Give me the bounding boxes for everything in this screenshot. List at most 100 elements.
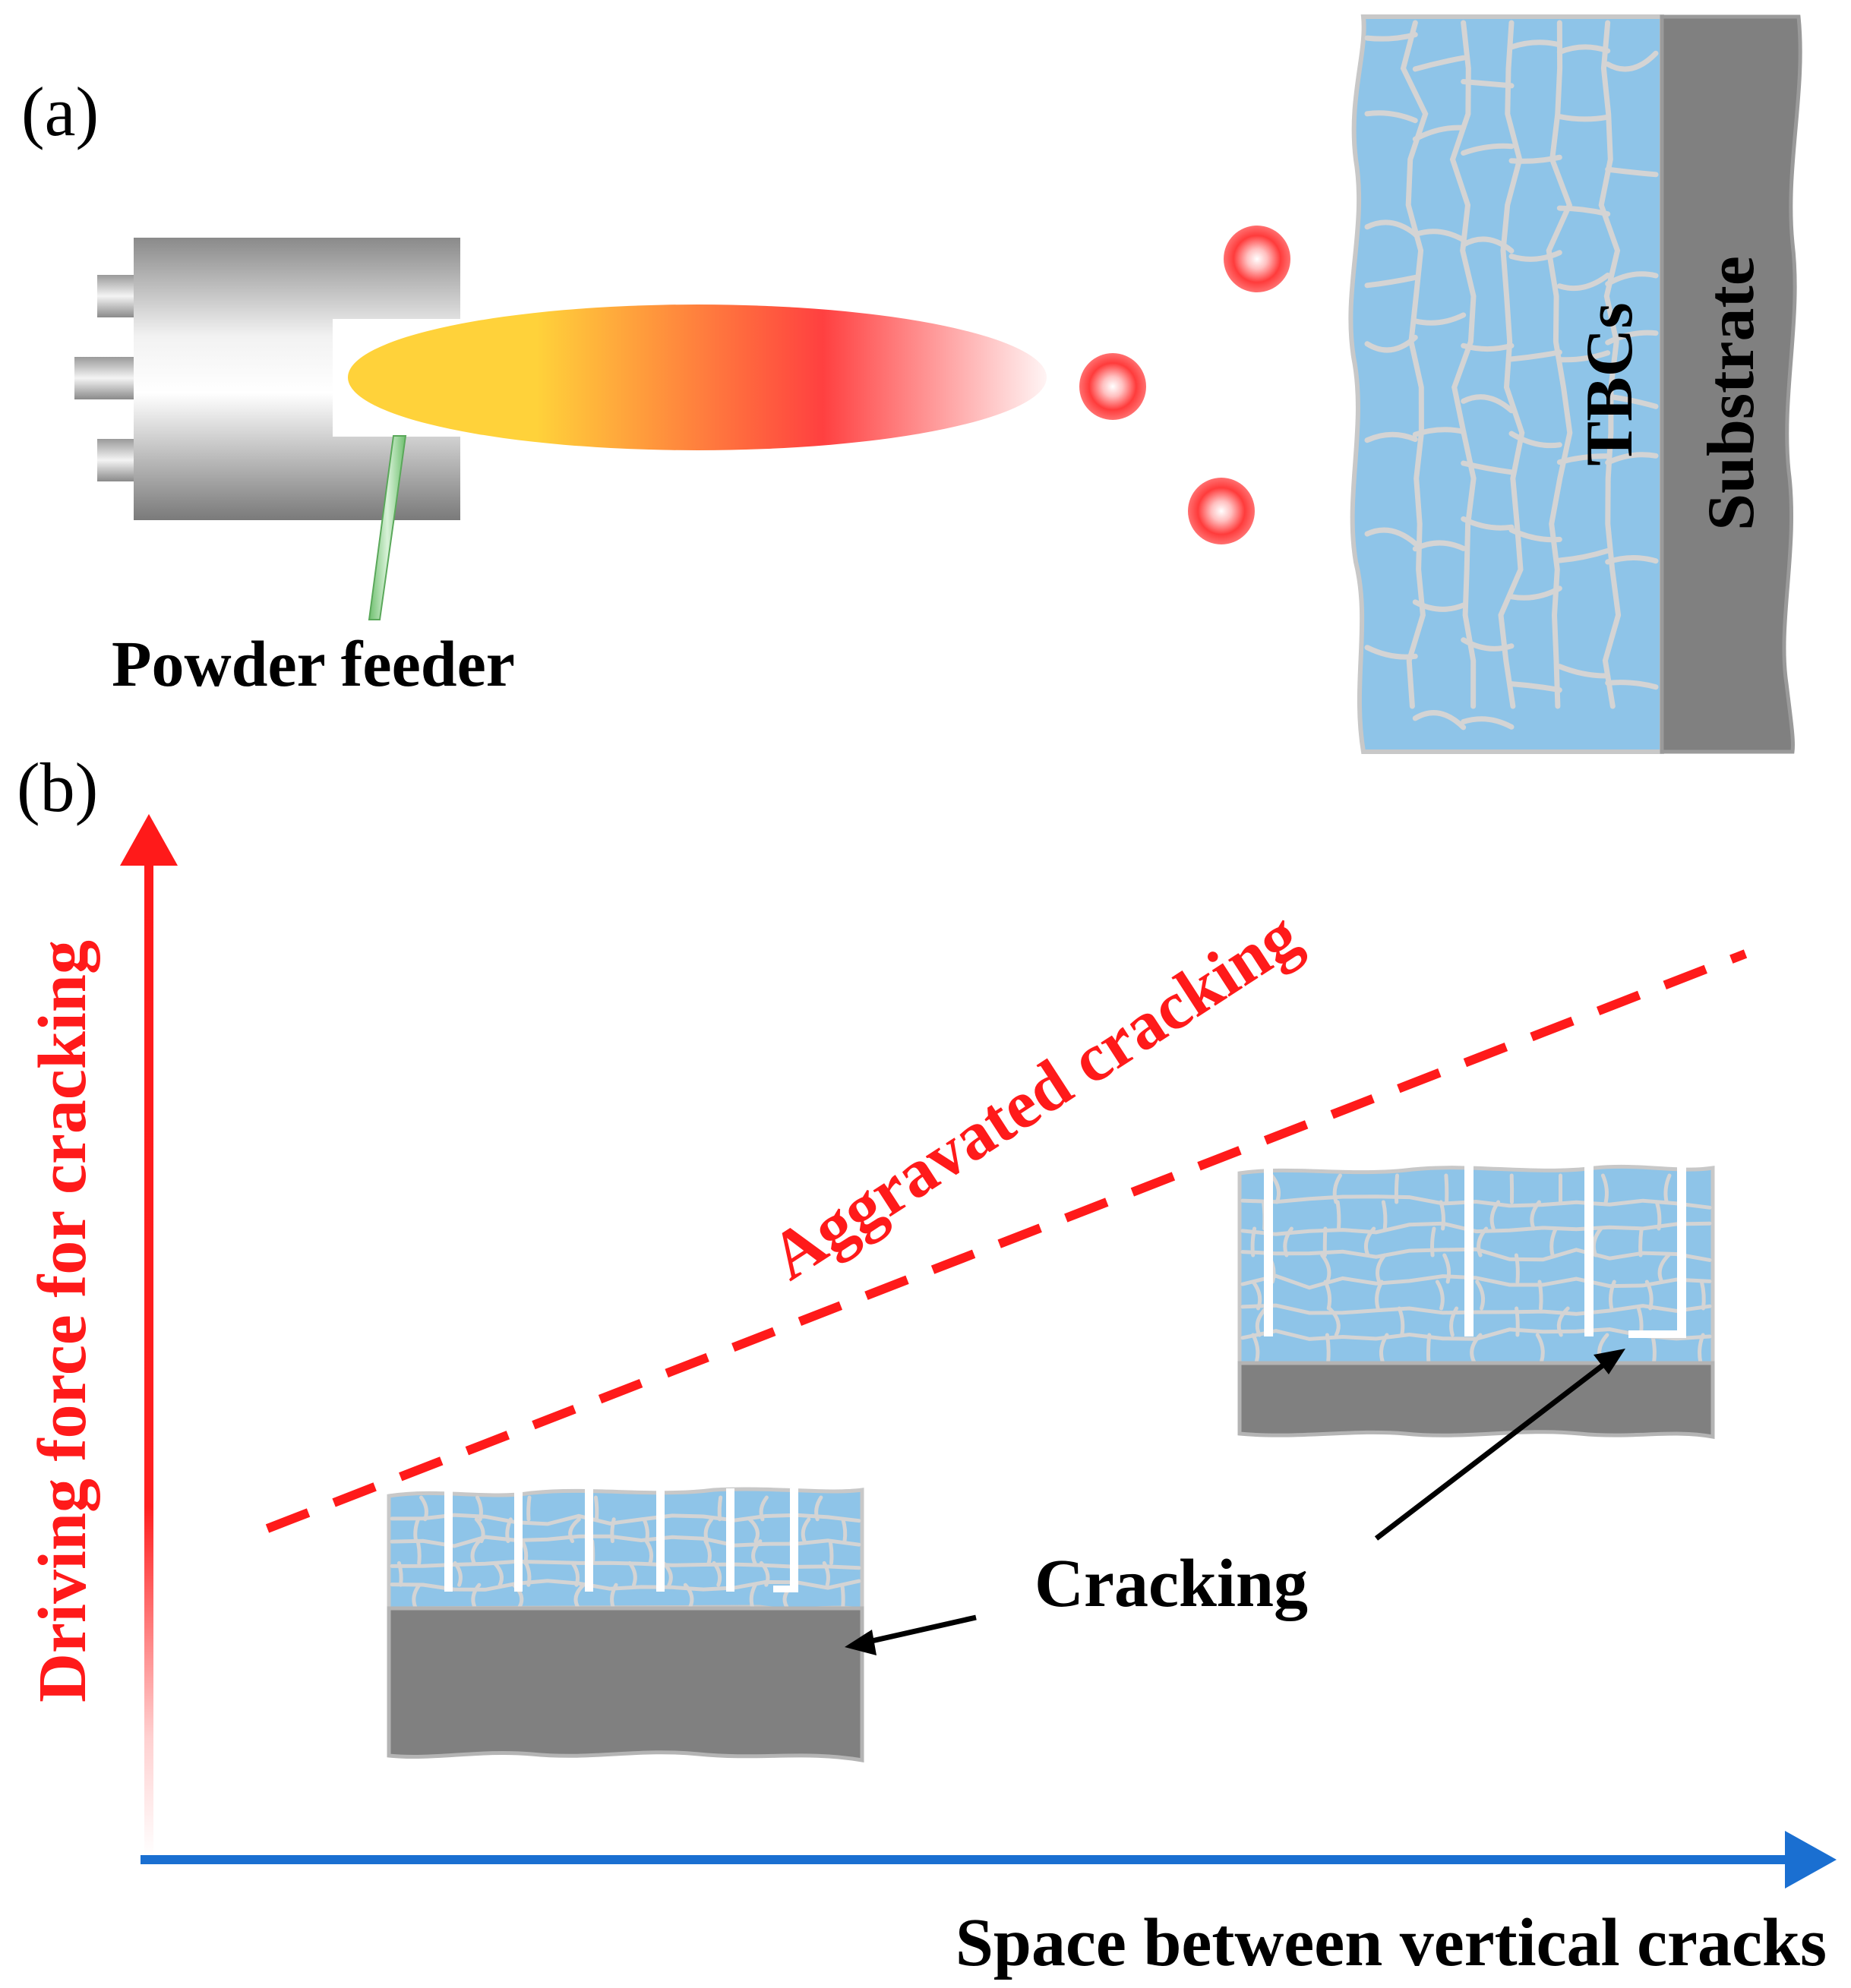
- vertical-crack: [1264, 1166, 1273, 1336]
- grain-boundary: [1663, 1173, 1672, 1204]
- grain-boundary: [1461, 394, 1515, 414]
- grain-boundary: [412, 1583, 422, 1609]
- grain-boundary: [1240, 1194, 1712, 1210]
- grain-boundary: [1444, 1173, 1449, 1204]
- grain-boundary: [1556, 664, 1611, 679]
- grain-boundary: [1240, 1221, 1712, 1236]
- grain-boundary: [1364, 274, 1418, 289]
- grain-boundary: [390, 1513, 861, 1526]
- grain-boundary: [1240, 1247, 1712, 1262]
- grain-boundary: [1251, 1280, 1262, 1311]
- grain-boundary: [415, 1539, 422, 1565]
- grain-boundary: [1609, 1280, 1616, 1311]
- grain-boundary: [1605, 166, 1659, 178]
- grain-boundary: [1375, 1280, 1384, 1311]
- y-axis-arrowhead: [120, 814, 178, 866]
- grain-boundary: [1461, 716, 1515, 730]
- x-axis-label: Space between vertical cracks: [956, 1905, 1827, 1980]
- aggravated-cracking-label: Aggravated cracking: [757, 898, 1312, 1295]
- grain-boundary: [1508, 39, 1562, 50]
- grain-boundary: [1605, 680, 1659, 690]
- vertical-cracks: [444, 1488, 798, 1592]
- grain-boundary: [759, 1495, 769, 1522]
- grain-boundary: [474, 1517, 485, 1544]
- vertical-crack: [585, 1488, 593, 1592]
- grain-boundary: [610, 1517, 616, 1544]
- grain-boundary: [1644, 1280, 1654, 1311]
- grain-boundary: [1439, 1200, 1445, 1231]
- y-axis: [120, 814, 178, 1857]
- sample-substrate: [1237, 1361, 1715, 1439]
- grain-boundary: [1461, 342, 1515, 352]
- tbc-label: TBCs: [1573, 302, 1647, 465]
- grain-boundary: [1508, 681, 1562, 693]
- grain-boundary: [1412, 125, 1467, 142]
- grain-boundary: [828, 1539, 834, 1565]
- grain-boundary: [1381, 1200, 1388, 1231]
- grain-boundary: [751, 1539, 763, 1565]
- grain-boundary: [1508, 250, 1562, 262]
- vertical-crack: [790, 1488, 798, 1592]
- grain-boundary: [396, 1560, 403, 1587]
- grain-boundary: [662, 1560, 673, 1587]
- grain-boundary: [1325, 1333, 1331, 1364]
- grain-boundary: [1364, 431, 1418, 443]
- grain-boundary: [814, 1495, 823, 1522]
- grain-boundary: [1379, 1333, 1389, 1364]
- grain-boundary: [1549, 1226, 1558, 1257]
- panel-a-label: (a): [21, 73, 99, 150]
- grain-boundary: [1461, 637, 1515, 652]
- grain-boundary: [593, 1495, 599, 1522]
- vertical-crack: [514, 1488, 523, 1592]
- grain-boundary: [524, 1560, 532, 1587]
- grain-boundary: [1556, 547, 1611, 563]
- grain-boundary: [1364, 32, 1418, 42]
- y-axis-label: Driving force for cracking: [25, 940, 100, 1702]
- grain-boundary: [1475, 1280, 1486, 1311]
- cracking-arrow-right: [1374, 1349, 1625, 1541]
- grain-boundary: [1461, 79, 1515, 89]
- coating-sample-sparse-cracks: [1237, 1164, 1715, 1439]
- grain-boundary: [1412, 55, 1467, 72]
- grain-boundary: [1508, 154, 1562, 164]
- molten-particle: [1224, 226, 1290, 292]
- grain-boundary: [1556, 205, 1611, 217]
- arrowhead: [845, 1630, 877, 1655]
- molten-particle: [1079, 353, 1146, 420]
- coating-sample-dense-cracks: [387, 1487, 864, 1762]
- grain-boundary: [1412, 427, 1467, 437]
- grain-boundary: [1477, 1226, 1489, 1257]
- sample-substrate: [387, 1606, 864, 1762]
- grain-boundary: [471, 1583, 482, 1609]
- grain-boundary: [1240, 1303, 1712, 1316]
- grain-boundary: [1364, 645, 1418, 660]
- panel-b-label: (b): [17, 749, 98, 826]
- grain-boundary: [1537, 1280, 1543, 1311]
- substrate-block: [1660, 14, 1802, 754]
- grain-boundary: [1376, 1253, 1387, 1284]
- grain-boundary: [1514, 1253, 1520, 1284]
- grain-boundary: [717, 1495, 723, 1522]
- grain-boundary: [1364, 527, 1418, 547]
- grain-boundary: [627, 1560, 637, 1587]
- grain-boundary: [413, 1517, 420, 1544]
- powder-feeder-label: Powder feeder: [112, 627, 515, 700]
- grain-boundary: [1461, 236, 1515, 254]
- x-axis-arrowhead: [1785, 1831, 1837, 1889]
- grain-boundary: [1412, 710, 1467, 731]
- grain-boundary: [1556, 350, 1611, 363]
- grain-boundary: [1442, 1253, 1451, 1284]
- grain-boundary: [1556, 1306, 1570, 1337]
- grain-boundary: [1654, 1200, 1662, 1231]
- grain-boundary: [1556, 114, 1611, 122]
- vertical-crack: [1677, 1166, 1686, 1336]
- cracking-arrow-left: [845, 1614, 977, 1655]
- grain-boundary: [390, 1559, 861, 1570]
- vertical-crack: [444, 1488, 453, 1592]
- grain-boundary: [1251, 1333, 1260, 1364]
- sample-grain-boundaries: [390, 1495, 861, 1609]
- grain-boundary: [1449, 1306, 1459, 1337]
- grain-boundary: [419, 1495, 428, 1522]
- grain-boundary: [1394, 1173, 1399, 1204]
- grain-boundary: [570, 1560, 580, 1587]
